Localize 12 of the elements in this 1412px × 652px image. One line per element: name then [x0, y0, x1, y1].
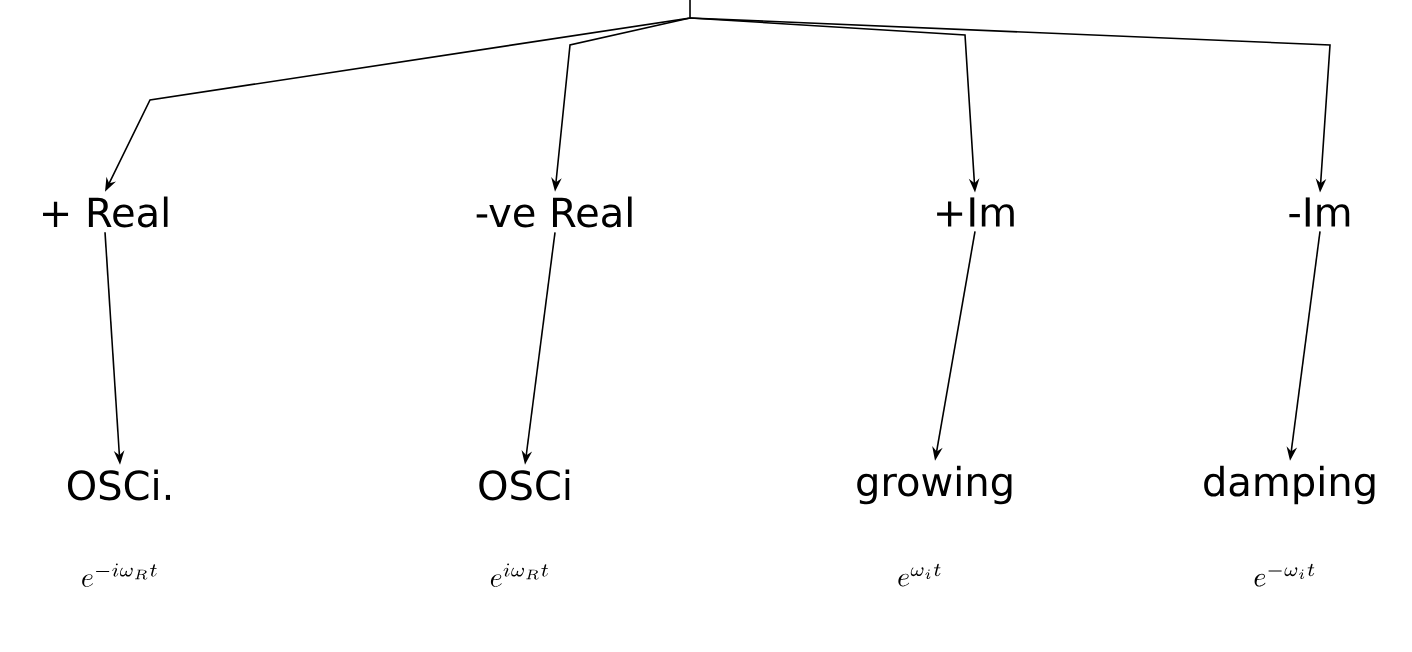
handwritten-label: damping [1204, 465, 1375, 505]
handwritten-label: -ve Real [476, 196, 632, 228]
handwritten-label: -Im [1289, 197, 1350, 227]
handwritten-label: + Real [43, 196, 168, 228]
handwritten-label: growing [857, 465, 1012, 505]
formula: $e^{-i\omega_R t}$ [82, 563, 157, 587]
handwritten-label: OSCi. [67, 469, 170, 501]
handwritten-label: +Im [937, 197, 1014, 227]
formula: $e^{i\omega_R t}$ [490, 563, 548, 587]
formula: $e^{\omega_i t}$ [898, 563, 941, 587]
handwritten-label: OSCi [479, 469, 570, 501]
formula: $e^{-\omega_i t}$ [1254, 563, 1315, 587]
